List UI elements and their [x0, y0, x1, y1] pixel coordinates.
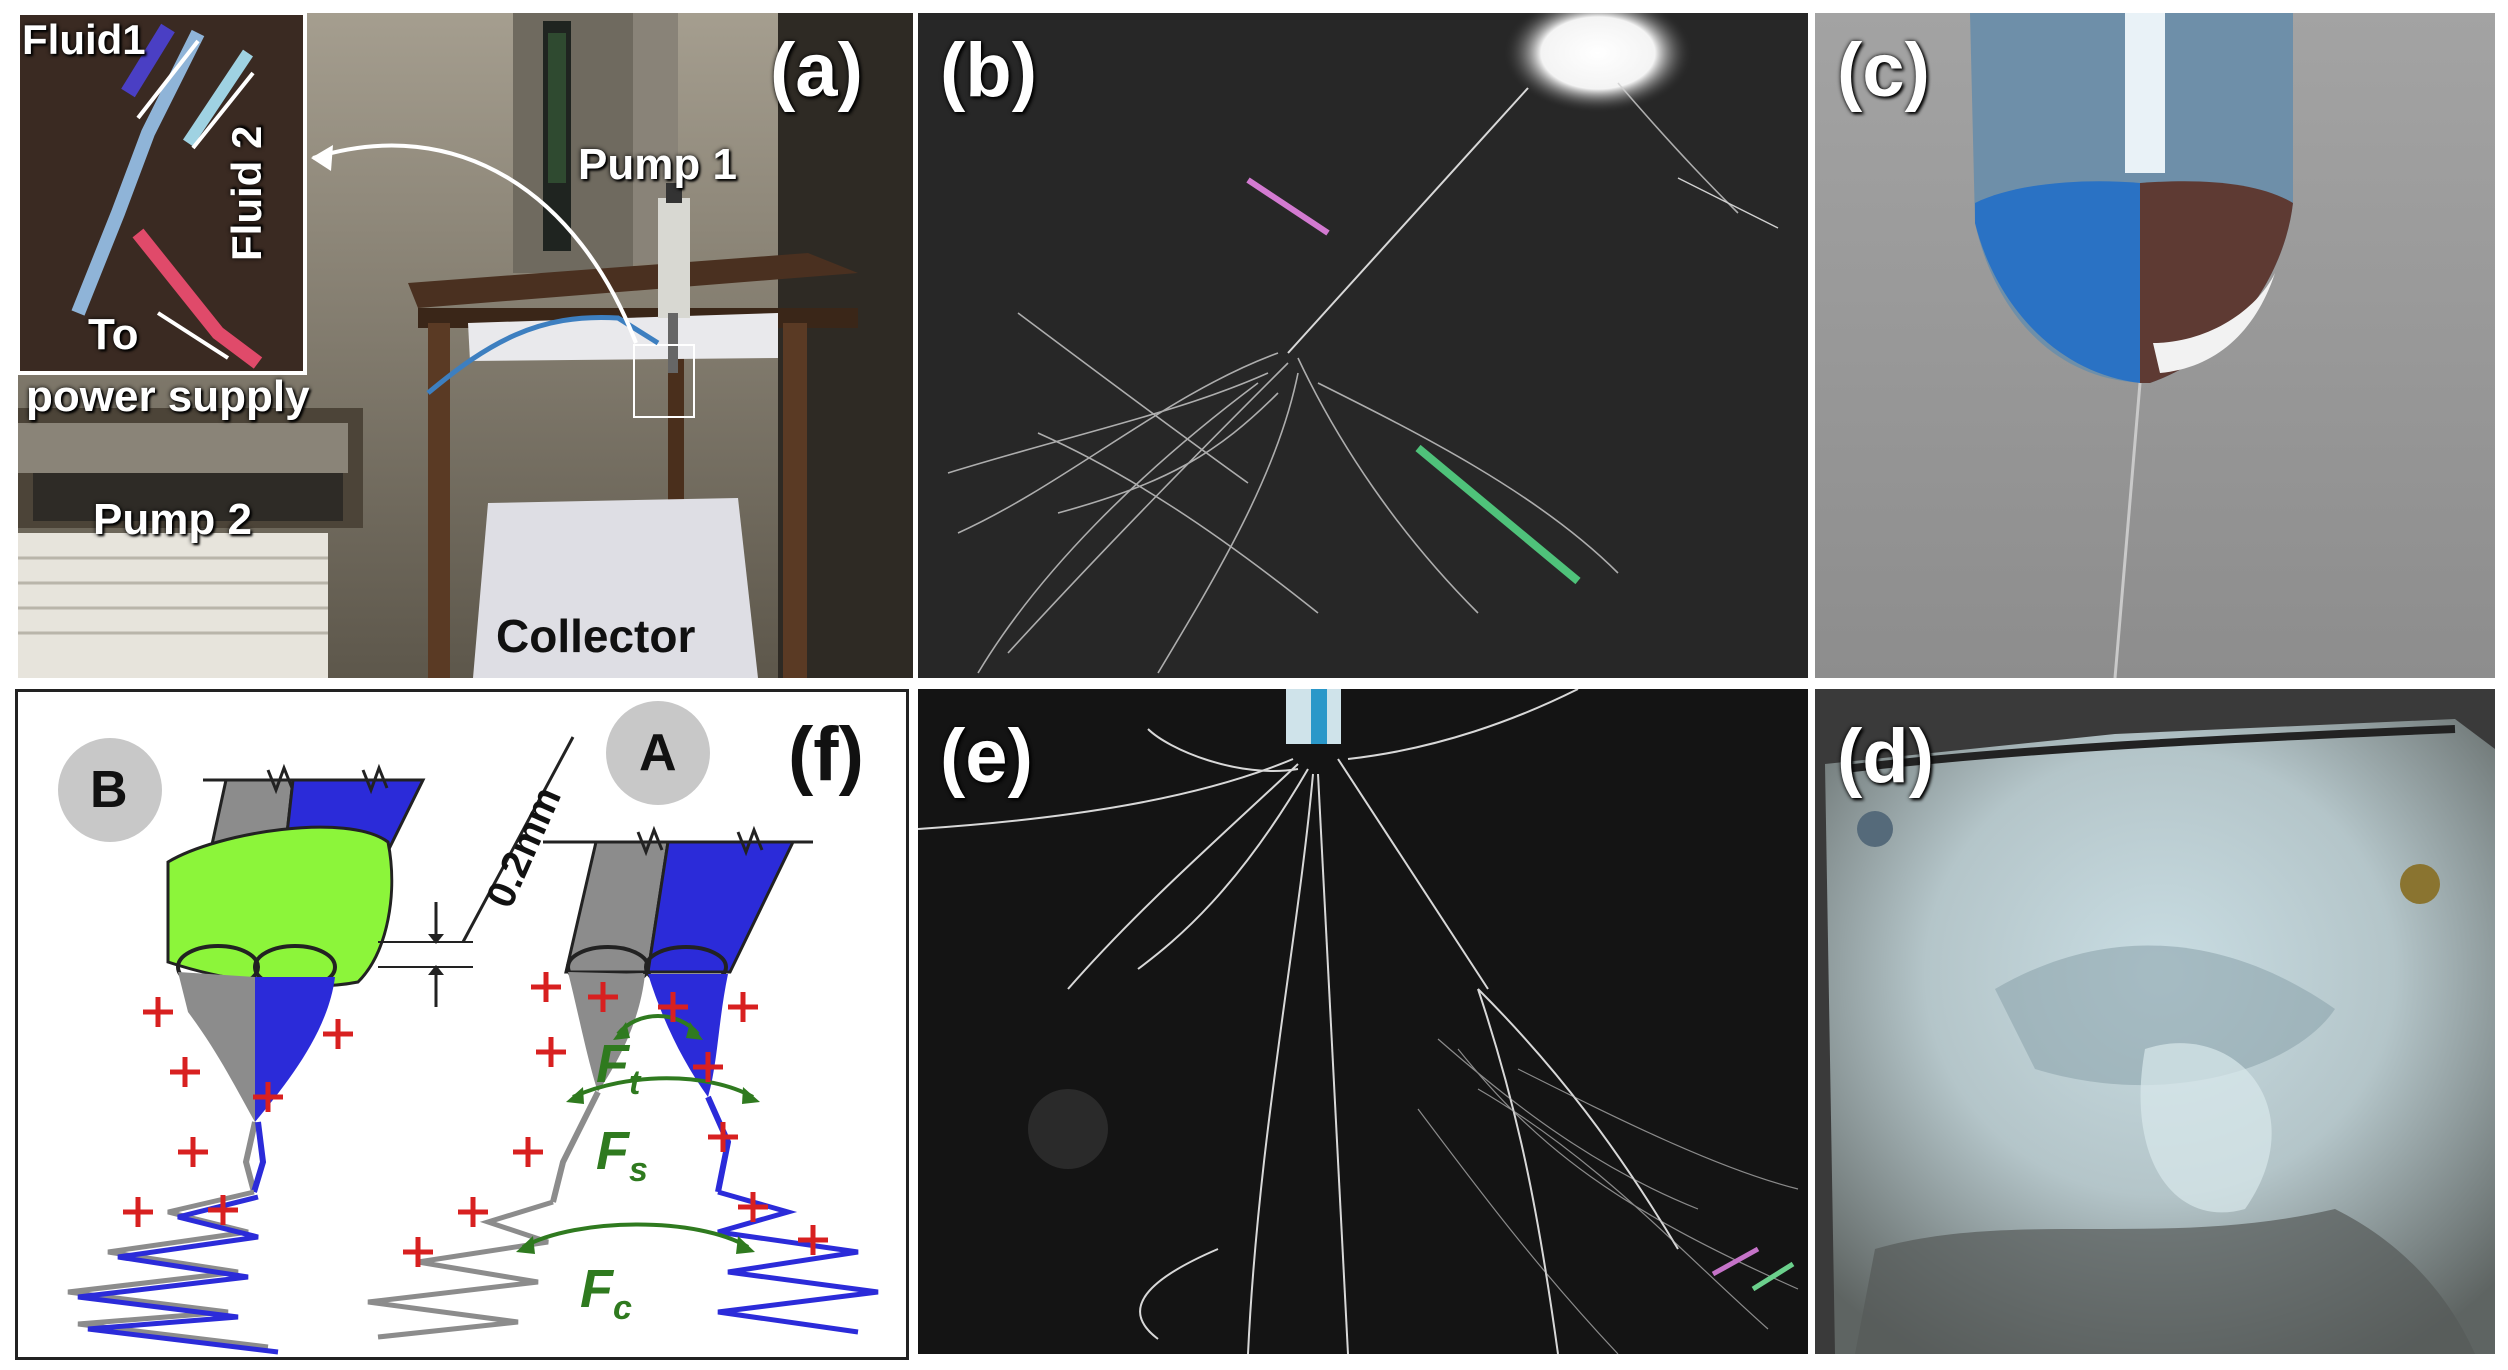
panel-b: (b) [918, 13, 1808, 678]
charges-a [403, 972, 828, 1267]
force-fs-symbol: F [596, 1121, 629, 1181]
circle-b-badge [58, 738, 162, 842]
panel-d-label: (d) [1837, 714, 1935, 799]
force-fc-symbol: F [580, 1259, 613, 1319]
panel-c-label: (c) [1837, 28, 1930, 113]
panel-b-photo [947, 13, 1779, 674]
force-fs: Fs [596, 1124, 648, 1187]
label-pump1: Pump 1 [578, 140, 737, 189]
panel-e-label: (e) [940, 714, 1033, 799]
force-ft: Ft [596, 1037, 640, 1100]
panel-b-label: (b) [940, 28, 1038, 113]
label-fluid2: Fluid 2 [223, 125, 270, 261]
panel-a: Fluid1 Fluid 2 To power supply Pump 1 Pu… [18, 13, 913, 678]
panel-f: B A 0.2mm Ft Fs Fc (f) [15, 689, 909, 1360]
charges-b [123, 997, 353, 1227]
label-fluid1: Fluid1 [22, 16, 146, 63]
label-pump2: Pump 2 [93, 495, 252, 544]
circle-b-text: B [90, 761, 128, 819]
force-fc-subscript: c [613, 1288, 632, 1327]
panel-d: (d) [1815, 689, 2495, 1354]
panel-f-label: (f) [788, 712, 864, 797]
panel-a-label: (a) [770, 28, 863, 113]
label-collector: Collector [496, 610, 696, 662]
force-fs-subscript: s [629, 1150, 648, 1189]
force-ft-symbol: F [596, 1034, 629, 1094]
label-to: To [88, 310, 139, 359]
circle-a-text: A [639, 724, 677, 782]
panel-e: (e) [918, 689, 1808, 1354]
panel-d-photo [1815, 689, 2495, 1354]
panel-a-photo [18, 13, 913, 678]
panel-f-diagram [58, 701, 879, 1355]
panel-e-photo [918, 689, 1799, 1354]
circle-a-badge [606, 701, 710, 805]
panel-c: (c) [1815, 13, 2495, 678]
force-fc: Fc [580, 1262, 632, 1325]
force-ft-subscript: t [629, 1063, 641, 1102]
panel-c-photo [1815, 13, 2495, 678]
label-power-supply: power supply [26, 372, 310, 421]
